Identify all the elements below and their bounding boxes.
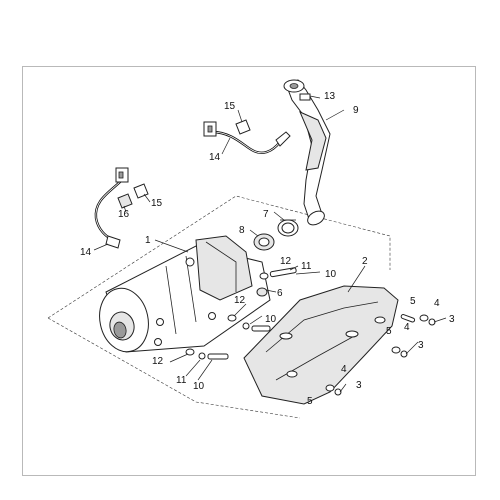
callout-14-upper: 14 bbox=[209, 152, 221, 163]
upper-fastener-set bbox=[256, 267, 297, 297]
muffler bbox=[99, 235, 271, 353]
callout-2: 2 bbox=[362, 256, 368, 267]
shield-fastener-set-bottom bbox=[325, 384, 342, 396]
callout-16: 16 bbox=[118, 209, 130, 220]
shield-fastener-set-top bbox=[400, 314, 436, 326]
pipe-clamp bbox=[277, 219, 299, 237]
lambda-sensor-upper bbox=[203, 121, 291, 154]
middle-fastener-set bbox=[227, 314, 271, 332]
callout-12-lower: 12 bbox=[152, 356, 164, 367]
callout-10-lower: 10 bbox=[193, 381, 205, 392]
callout-4-top: 4 bbox=[434, 298, 440, 309]
cable-clip-lower bbox=[133, 183, 149, 199]
callout-11-lower: 11 bbox=[176, 375, 187, 386]
callout-5-bottom: 5 bbox=[307, 396, 313, 407]
callout-14-lower: 14 bbox=[80, 247, 92, 258]
callout-15-lower: 15 bbox=[151, 198, 163, 209]
shield-fastener-set-middle bbox=[391, 346, 408, 358]
callout-7: 7 bbox=[263, 209, 269, 220]
callout-12-middle: 12 bbox=[234, 295, 246, 306]
callout-1: 1 bbox=[145, 235, 151, 246]
callout-4-middle: 4 bbox=[404, 322, 410, 333]
callout-12-upper: 12 bbox=[280, 256, 292, 267]
callout-4-bottom: 4 bbox=[341, 364, 347, 375]
lambda-sensor-lower bbox=[94, 167, 129, 249]
callout-3-top: 3 bbox=[449, 314, 455, 325]
callout-10-middle: 10 bbox=[265, 314, 277, 325]
cable-clip-upper bbox=[235, 119, 251, 135]
diagram-frame bbox=[22, 66, 476, 476]
callout-5-middle: 5 bbox=[386, 326, 392, 337]
heat-shield bbox=[243, 285, 399, 405]
callout-5-top: 5 bbox=[410, 296, 416, 307]
callout-8: 8 bbox=[239, 225, 245, 236]
exhaust-pipe bbox=[283, 79, 331, 226]
gasket bbox=[253, 233, 275, 251]
callout-11-upper: 11 bbox=[301, 261, 312, 272]
callout-3-middle: 3 bbox=[418, 340, 424, 351]
callout-13: 13 bbox=[324, 91, 336, 102]
assembly-guide-outline bbox=[47, 195, 391, 419]
stud bbox=[299, 93, 311, 101]
callout-10-upper: 10 bbox=[325, 269, 337, 280]
callout-15-upper: 15 bbox=[224, 101, 236, 112]
callout-9: 9 bbox=[353, 105, 359, 116]
callout-3-bottom: 3 bbox=[356, 380, 362, 391]
leader-lines bbox=[93, 95, 447, 393]
sensor-connector bbox=[117, 193, 133, 209]
callout-6: 6 bbox=[277, 288, 283, 299]
lower-fastener-set bbox=[185, 348, 229, 360]
